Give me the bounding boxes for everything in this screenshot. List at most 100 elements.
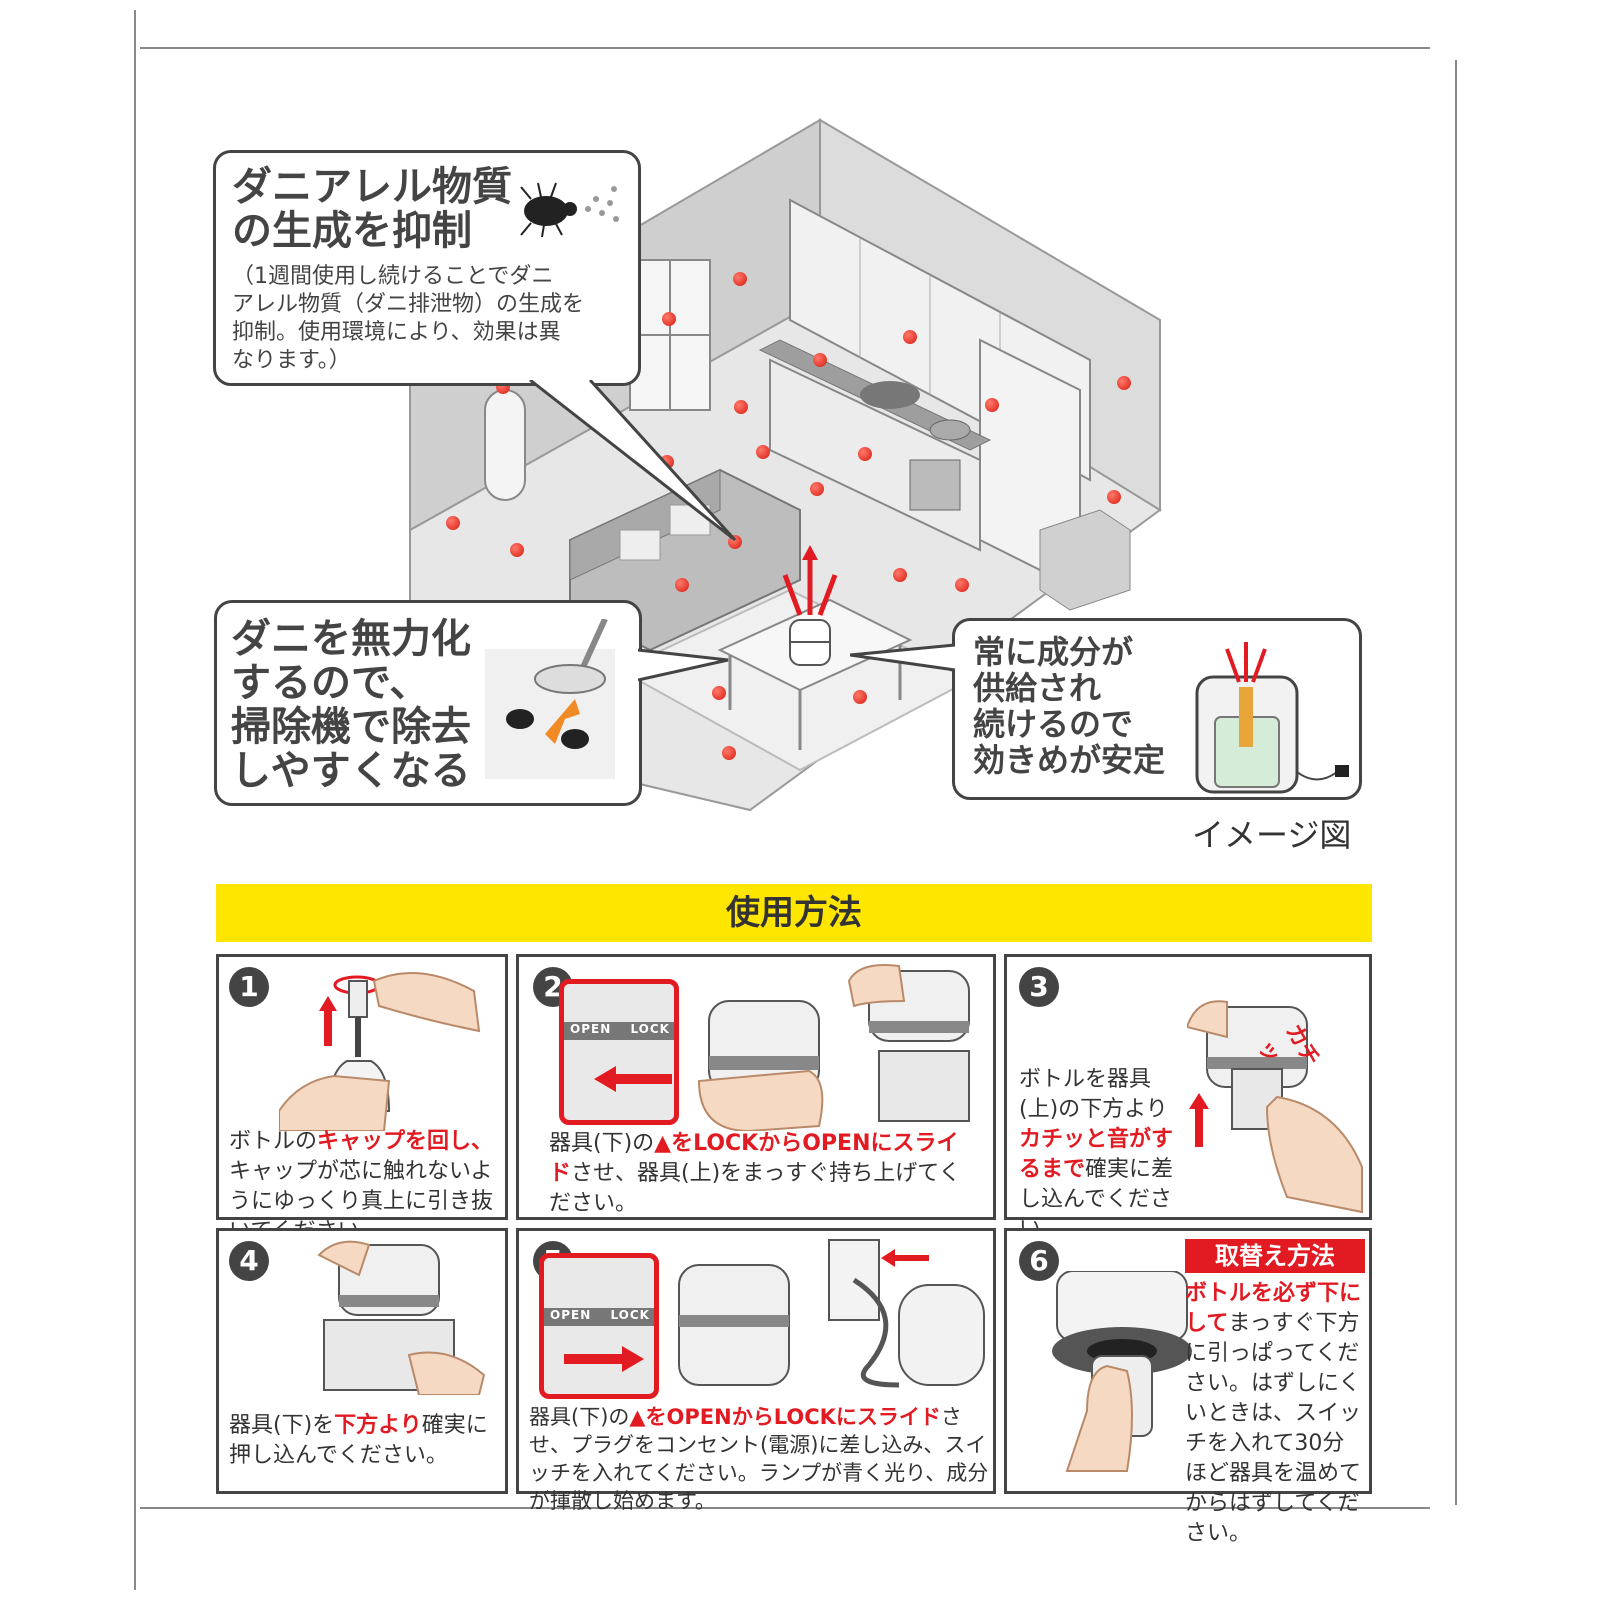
vacuum-line3: 掃除機で除去 <box>231 704 471 750</box>
particle-dot <box>733 272 747 286</box>
step-4-part-3: 確実に押し込んでください。 <box>229 1413 488 1468</box>
frame-bottom-line <box>140 1507 1430 1509</box>
arrow-up-icon <box>1189 1093 1209 1147</box>
step-2-text: 器具(下)の▲をLOCKからOPENにスライドさせ、器具(上)をまっすぐ持ち上げ… <box>549 1129 969 1219</box>
allergen-note-line1: （1週間使用し続けることでダニ <box>232 264 554 289</box>
step-1-part-2: キャップを回し、 <box>317 1129 494 1154</box>
particle-dot <box>858 447 872 461</box>
strip-open: OPEN <box>570 1022 612 1036</box>
device-plug-illustration <box>678 1239 985 1388</box>
vacuum-icon <box>485 619 615 779</box>
replacement-label: 取替え方法 <box>1185 1239 1365 1273</box>
supply-callout-pointer <box>850 643 956 672</box>
step-4-part-1: 器具(下)を <box>229 1413 335 1438</box>
slider-closeup: OPEN LOCK <box>539 1253 659 1399</box>
open-lock-strip: OPEN LOCK <box>564 1022 674 1040</box>
bottle-remove-illustration <box>1052 1271 1192 1472</box>
allergen-title-line1: ダニアレル物質 <box>232 164 512 210</box>
slider-closeup: OPEN LOCK <box>559 979 679 1125</box>
frame-top-line <box>140 47 1430 49</box>
particle-dot <box>955 578 969 592</box>
particle-dot <box>853 690 867 704</box>
arrow-left-icon <box>881 1249 929 1267</box>
usage-title-bar: 使用方法 <box>216 884 1372 942</box>
particle-dot <box>813 353 827 367</box>
device-open-illustration <box>697 964 970 1131</box>
step-5-part-3: させ、プラグをコンセント(電源)に差し込み、スイッチを入れてください。ランプが青… <box>529 1405 989 1513</box>
bottle-cap-illustration <box>279 972 481 1131</box>
supply-line1: 常に成分が <box>973 633 1134 671</box>
step-6-part-2: まっすぐ下方に引っぱってください。はずしにくいときは、スイッチを入れて30分ほど… <box>1185 1311 1362 1546</box>
supply-line2: 供給され <box>973 669 1102 707</box>
particle-dot <box>756 445 770 459</box>
step-4-panel: 4 器具(下)を下方より確実に押し込んでください。 <box>216 1228 508 1494</box>
particle-dot <box>1107 490 1121 504</box>
frame-left-line <box>134 10 136 1590</box>
arrow-up-icon <box>782 555 838 616</box>
step-2-part-2: ▲をLOCKからOPENにスライド <box>549 1131 959 1186</box>
particle-dot <box>810 482 824 496</box>
step-1-part-1: ボトルの <box>229 1129 318 1154</box>
particle-dot <box>446 516 460 530</box>
step-6-panel: 6 取替え方法 ボトルを必ず下にしてまっすぐ下方に引っぱってください。はずしにく… <box>1004 1228 1372 1546</box>
step-2-panel: 2 OPEN LOCK 器具(下)の▲をLOCKからOPENにスライドさせ、器具… <box>516 954 996 1220</box>
step-5-part-1: 器具(下)の <box>529 1405 630 1429</box>
step-2-part-1: 器具(下)の <box>549 1131 655 1156</box>
allergen-note-line3: 抑制。使用環境により、効果は異 <box>232 320 561 345</box>
arrow-up-icon <box>319 996 337 1046</box>
step-3-part-1: ボトルを器具(上)の下方より <box>1019 1067 1168 1122</box>
step-5-text: 器具(下)の▲をOPENからLOCKにスライドさせ、プラグをコンセント(電源)に… <box>529 1403 994 1515</box>
particle-dot <box>510 543 524 557</box>
step-2-part-3: させ、器具(上)をまっすぐ持ち上げてください。 <box>549 1161 961 1216</box>
step-4-text: 器具(下)を下方より確実に押し込んでください。 <box>229 1411 501 1471</box>
step-number: 3 <box>1019 967 1059 1007</box>
supply-line3: 続けるので <box>973 705 1134 743</box>
particle-dot <box>893 568 907 582</box>
image-caption: イメージ図 <box>1192 816 1352 854</box>
device-push-illustration <box>317 1240 486 1395</box>
allergen-note-line2: アレル物質（ダニ排泄物）の生成を <box>232 292 585 317</box>
particle-dot <box>722 746 736 760</box>
allergen-note-line4: なります。） <box>232 348 351 373</box>
step-number: 1 <box>229 967 269 1007</box>
open-lock-strip: OPEN LOCK <box>544 1308 654 1326</box>
usage-title: 使用方法 <box>726 893 862 933</box>
step-1-panel: 1 ボトルのキャップを回し、キャップが芯に触れないようにゆっくり真上に引き抜いて… <box>216 954 508 1244</box>
particle-dot <box>1117 376 1131 390</box>
supply-line4: 効きめが安定 <box>973 741 1166 779</box>
vacuum-line1: ダニを無力化 <box>231 616 471 662</box>
strip-open: OPEN <box>550 1308 592 1322</box>
bottle-insert-illustration <box>1187 1000 1363 1214</box>
strip-lock: LOCK <box>630 1022 670 1036</box>
diffuser-cutaway-icon <box>1195 642 1349 794</box>
mite-icon <box>520 182 619 238</box>
particle-dot <box>903 330 917 344</box>
allergen-callout-pointer <box>529 380 737 542</box>
step-5-part-2: ▲をOPENからLOCKにスライド <box>629 1405 941 1429</box>
vacuum-callout-pointer <box>638 648 729 682</box>
particle-dot <box>662 312 676 326</box>
step-6-text: ボトルを必ず下にしてまっすぐ下方に引っぱってください。はずしにくいときは、スイッ… <box>1185 1279 1365 1549</box>
particle-dot <box>675 578 689 592</box>
step-3-text: ボトルを器具(上)の下方よりカチッと音がするまで確実に差し込んでください。 <box>1019 1065 1189 1245</box>
arrow-right-icon <box>564 1346 644 1372</box>
step-5-panel: 5 OPEN LOCK 器具(下)の▲をOPENからLOCKにスライドさせ、プラ… <box>516 1228 996 1513</box>
step-4-part-2: 下方より <box>334 1413 422 1438</box>
particle-dot <box>712 686 726 700</box>
particle-dot <box>734 400 748 414</box>
plug-icon <box>1296 771 1338 781</box>
step-3-part-2: カチッと音がするまで <box>1019 1127 1174 1182</box>
step-number: 6 <box>1019 1241 1059 1281</box>
allergen-callout: ダニアレル物質 の生成を抑制 （1週間使用し続けることでダニ アレル物質（ダニ排… <box>213 150 641 386</box>
particle-dot <box>985 398 999 412</box>
allergen-title-line2: の生成を抑制 <box>232 208 472 254</box>
arrow-left-icon <box>594 1066 672 1092</box>
step-number: 4 <box>229 1241 269 1281</box>
vacuum-callout: ダニを無力化 するので、 掃除機で除去 しやすくなる <box>214 600 642 806</box>
vacuum-line2: するので、 <box>231 660 430 706</box>
vacuum-line4: しやすくなる <box>231 748 471 794</box>
step-3-panel: 3 ボトルを器具(上)の下方よりカチッと音がするまで確実に差し込んでください。 … <box>1004 954 1372 1242</box>
strip-lock: LOCK <box>610 1308 650 1322</box>
frame-right-line <box>1455 60 1457 1505</box>
step-6-part-1: ボトルを必ず下にして <box>1185 1281 1362 1336</box>
